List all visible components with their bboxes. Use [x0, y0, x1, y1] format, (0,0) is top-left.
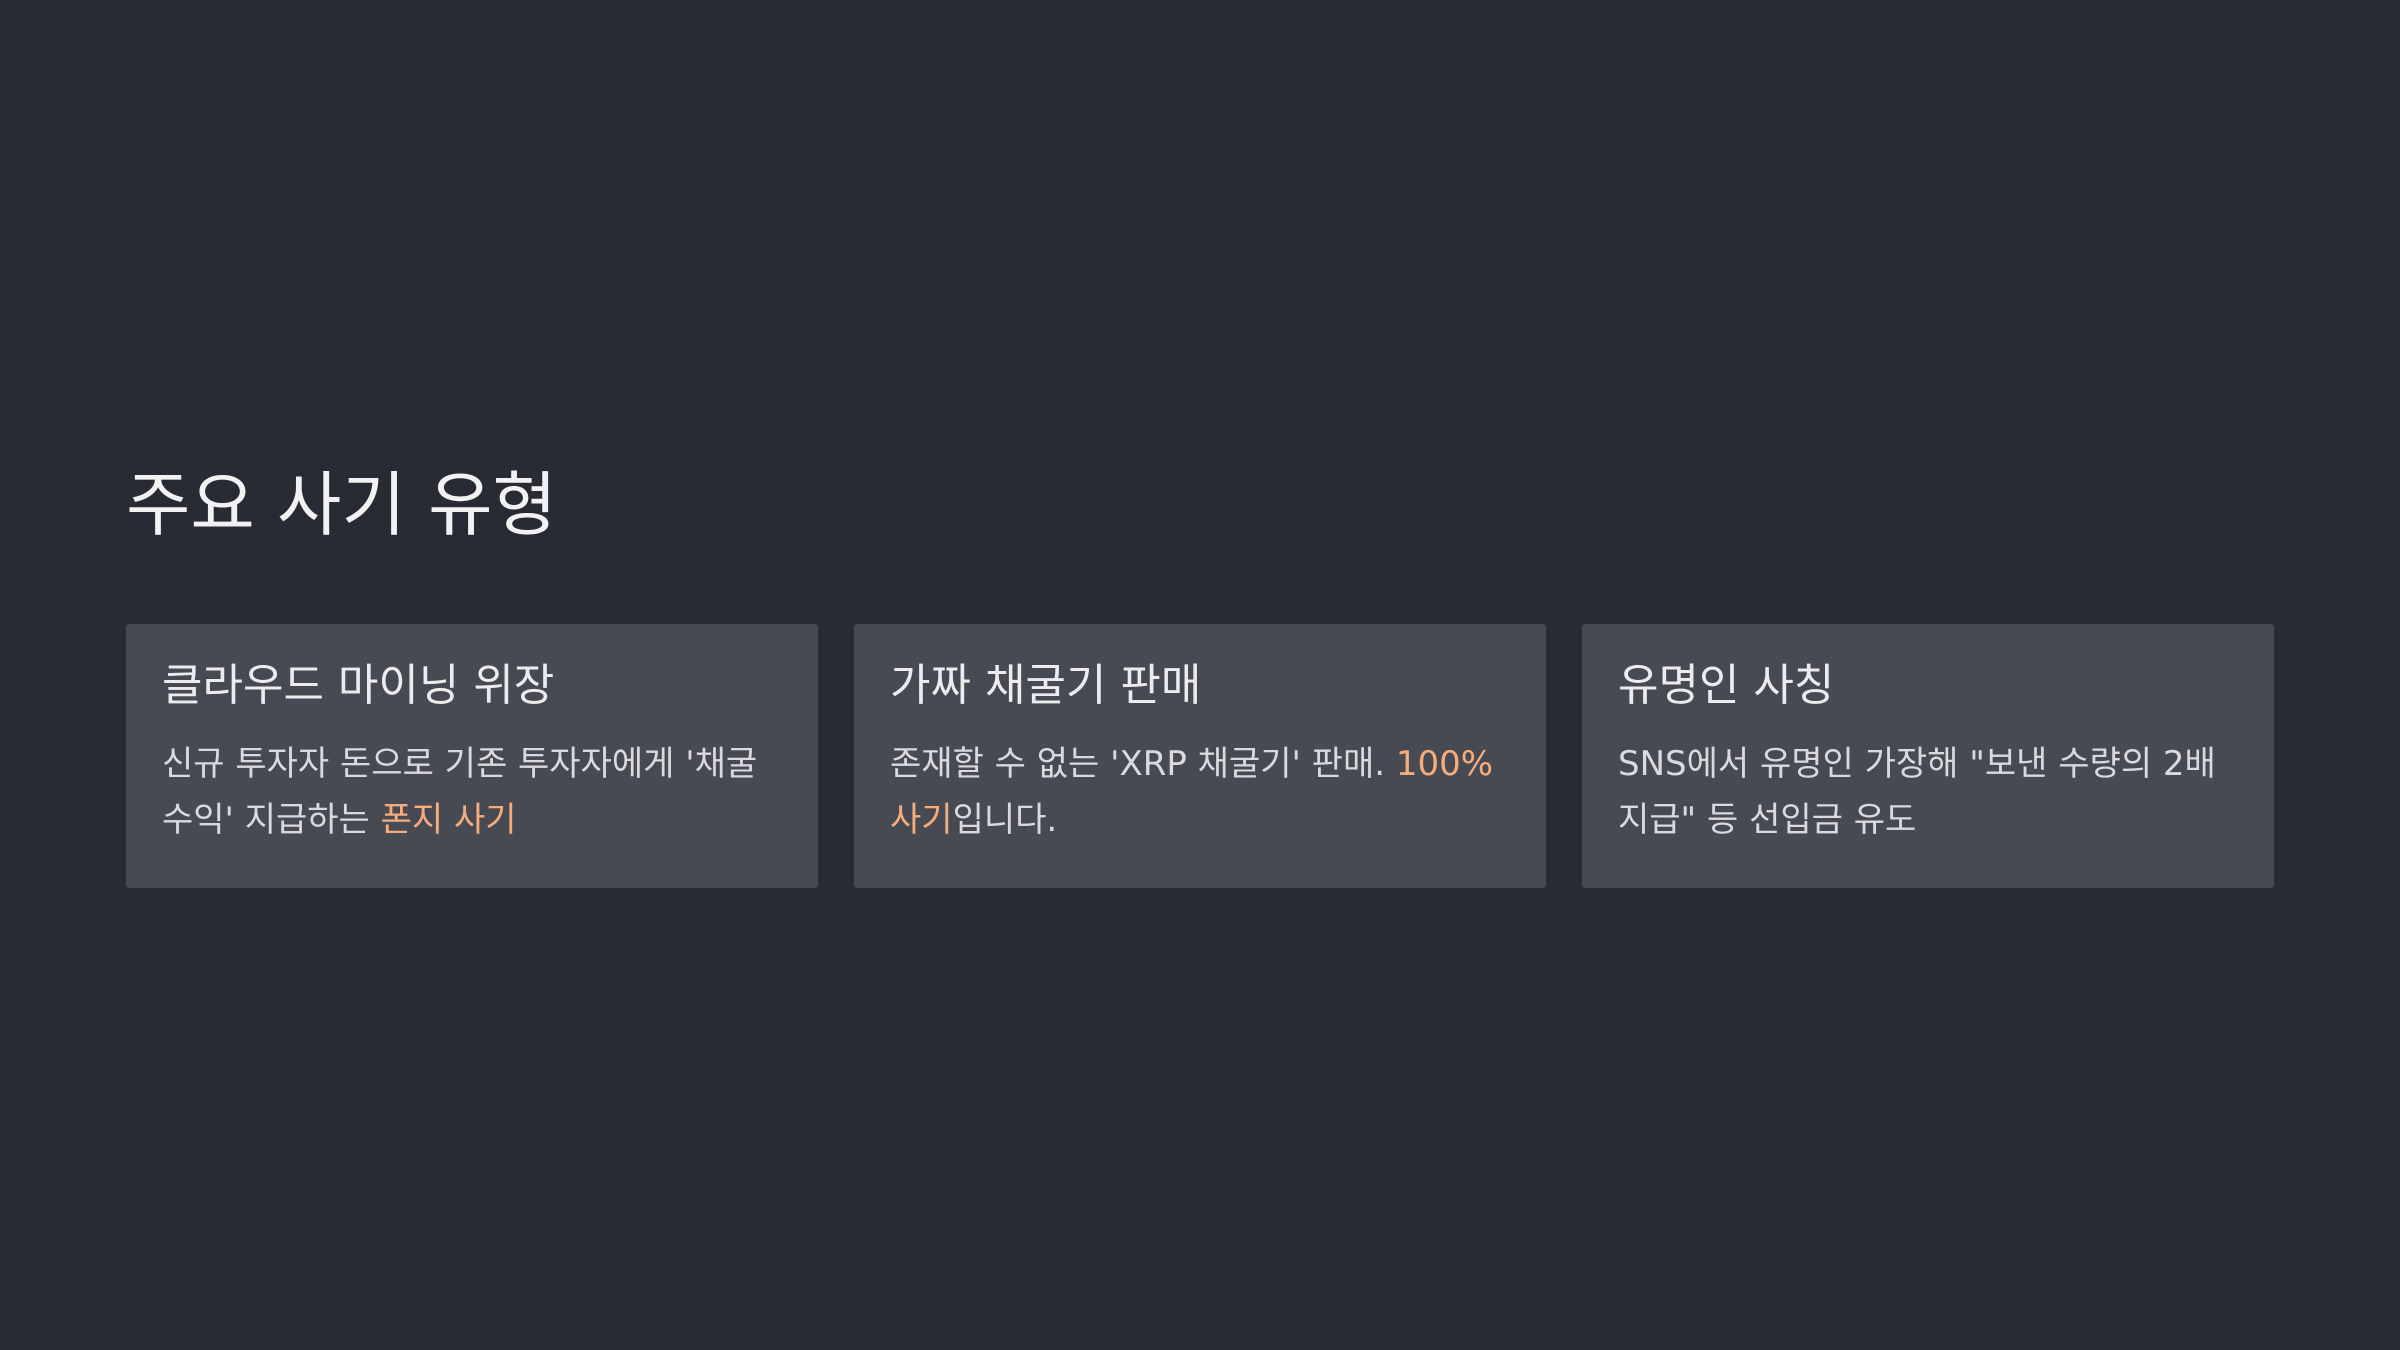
card-description-highlight: 100% 사기 — [890, 744, 1494, 840]
card-fake-miner: 가짜 채굴기 판매 존재할 수 없는 'XRP 채굴기' 판매. 100% 사기… — [854, 624, 1546, 888]
card-description-text: 존재할 수 없는 'XRP 채굴기' 판매. — [890, 744, 1396, 784]
card-title: 클라우드 마이닝 위장 — [162, 660, 555, 711]
card-description: SNS에서 유명인 가장해 "보낸 수량의 2배 지급" 등 선입금 유도 — [1618, 736, 2238, 848]
card-impersonation: 유명인 사칭 SNS에서 유명인 가장해 "보낸 수량의 2배 지급" 등 선입… — [1582, 624, 2274, 888]
card-row: 클라우드 마이닝 위장 신규 투자자 돈으로 기존 투자자에게 '채굴 수익' … — [126, 624, 2274, 888]
card-description-highlight: 폰지 사기 — [380, 800, 517, 840]
card-title: 가짜 채굴기 판매 — [890, 660, 1202, 711]
card-description-text-end: 입니다. — [952, 800, 1058, 840]
page-title: 주요 사기 유형 — [126, 464, 557, 546]
card-description: 존재할 수 없는 'XRP 채굴기' 판매. 100% 사기입니다. — [890, 736, 1510, 848]
card-description-text: SNS에서 유명인 가장해 "보낸 수량의 2배 지급" 등 선입금 유도 — [1618, 744, 2216, 840]
card-title: 유명인 사칭 — [1618, 660, 1835, 711]
card-description-text: 신규 투자자 돈으로 기존 투자자에게 '채굴 수익' 지급하는 — [162, 744, 758, 840]
card-description: 신규 투자자 돈으로 기존 투자자에게 '채굴 수익' 지급하는 폰지 사기 — [162, 736, 782, 848]
card-cloud-mining: 클라우드 마이닝 위장 신규 투자자 돈으로 기존 투자자에게 '채굴 수익' … — [126, 624, 818, 888]
